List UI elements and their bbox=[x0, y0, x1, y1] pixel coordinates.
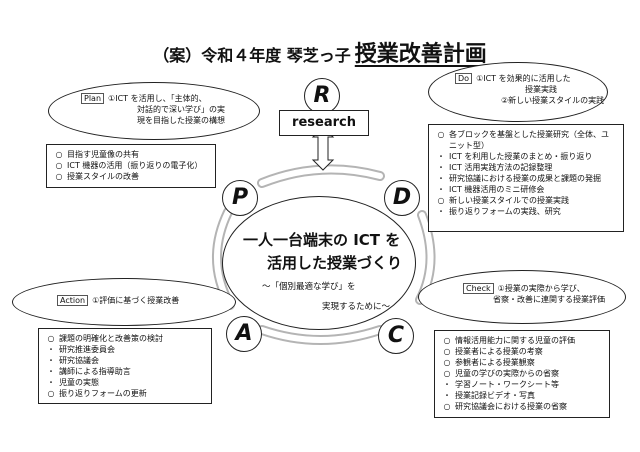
do-item: ・ICT 機器活用のミニ研修会 bbox=[437, 185, 545, 194]
action-item: ・児童の実態 bbox=[47, 378, 99, 387]
check-text-line-2: 省察・改善に連関する授業評価 bbox=[493, 295, 605, 304]
plan-letter: P bbox=[231, 185, 249, 210]
title-main: 授業改善計画 bbox=[354, 42, 487, 67]
do-item: ・ICT 活用実践方法の記録整理 bbox=[437, 163, 553, 172]
check-item: ○情報活用能力に関する児童の評価 bbox=[443, 336, 576, 345]
title-prefix: （案）令和４年度 琴芝っ子 bbox=[153, 46, 351, 65]
action-text: ①評価に基づく授業改善 bbox=[92, 296, 180, 305]
research-label: research bbox=[292, 115, 356, 130]
do-letter-circle: D bbox=[384, 180, 420, 216]
plan-box: ○目指す児童像の共有 ○ICT 機器の活用（振り返りの電子化） ○授業スタイルの… bbox=[46, 144, 216, 188]
do-item: ・振り返りフォームの実践、研究 bbox=[437, 207, 561, 216]
center-line-2: 活用した授業づくり bbox=[267, 254, 403, 272]
plan-text-line-3: 現を目指した授業の構想 bbox=[137, 116, 225, 125]
plan-text-line-1: ①ICT を活用し、「主体的、 bbox=[108, 94, 207, 103]
do-text-line-1: ①ICT を効果的に活用した bbox=[476, 74, 571, 83]
do-box: ○各ブロックを基盤とした授業研究（全体、ユ ニット型） ・ICT を利用した授業… bbox=[428, 124, 624, 232]
action-letter: A bbox=[235, 321, 253, 346]
action-letter-circle: A bbox=[226, 316, 262, 352]
plan-tag: Plan bbox=[81, 93, 105, 104]
check-item: ○参観者による授業観察 bbox=[443, 358, 535, 367]
plan-item: ○目指す児童像の共有 bbox=[55, 150, 140, 159]
do-letter: D bbox=[392, 185, 412, 210]
center-ellipse: 一人一台端末の ICT を 活用した授業づくり bbox=[222, 196, 416, 330]
research-letter-circle: R bbox=[304, 78, 340, 114]
research-box: research bbox=[279, 110, 369, 136]
do-tag: Do bbox=[455, 73, 473, 84]
action-tag: Action bbox=[57, 295, 89, 306]
check-box: ○情報活用能力に関する児童の評価 ○授業者による授業の考察 ○参観者による授業観… bbox=[434, 330, 610, 418]
check-text-line-1: ①授業の実際から学び、 bbox=[497, 284, 585, 293]
center-line-1: 一人一台端末の ICT を bbox=[243, 231, 401, 249]
action-item: ○課題の明確化と改善策の検討 bbox=[47, 334, 164, 343]
do-item: ・研究協議における授業の成果と課題の発掘 bbox=[437, 174, 601, 183]
check-item: ○研究協議会における授業の省察 bbox=[443, 402, 568, 411]
check-item: ○授業者による授業の考察 bbox=[443, 347, 543, 356]
action-box: ○課題の明確化と改善策の検討 ・研究推進委員会 ・研究協議会 ・講師による指導助… bbox=[38, 328, 212, 404]
check-tag: Check bbox=[463, 283, 494, 294]
action-item: ・研究協議会 bbox=[47, 356, 99, 365]
plan-item: ○授業スタイルの改善 bbox=[55, 172, 140, 181]
check-item: ○児童の学びの実際からの省察 bbox=[443, 369, 560, 378]
page-title: （案）令和４年度 琴芝っ子授業改善計画 bbox=[0, 36, 640, 68]
action-item: ・講師による指導助言 bbox=[47, 367, 131, 376]
do-item: ○新しい授業スタイルでの授業実践 bbox=[437, 196, 570, 205]
check-item: ・学習ノート・ワークシート等 bbox=[443, 380, 559, 389]
do-text-line-2: 授業実践 bbox=[525, 85, 557, 94]
do-item: ・ICT を利用した授業のまとめ・振り返り bbox=[437, 152, 593, 161]
check-item: ・授業記録ビデオ・写真 bbox=[443, 391, 535, 400]
do-text-line-3: ②新しい授業スタイルの実践 bbox=[501, 96, 605, 105]
check-letter: C bbox=[387, 323, 405, 348]
plan-item: ○ICT 機器の活用（振り返りの電子化） bbox=[55, 161, 203, 170]
plan-letter-circle: P bbox=[222, 180, 258, 216]
action-item: ・研究推進委員会 bbox=[47, 345, 115, 354]
check-letter-circle: C bbox=[378, 318, 414, 354]
action-item: ○振り返りフォームの更新 bbox=[47, 389, 147, 398]
do-item: ○各ブロックを基盤とした授業研究（全体、ユ bbox=[437, 130, 610, 139]
center-sub-2: 実現するために～ bbox=[322, 302, 391, 312]
plan-text-line-2: 対話的で深い学び」の実 bbox=[137, 105, 225, 114]
do-item: ニット型） bbox=[449, 141, 489, 150]
center-sub-1: ～「個別最適な学び」を bbox=[262, 282, 356, 292]
research-letter: R bbox=[313, 83, 331, 108]
